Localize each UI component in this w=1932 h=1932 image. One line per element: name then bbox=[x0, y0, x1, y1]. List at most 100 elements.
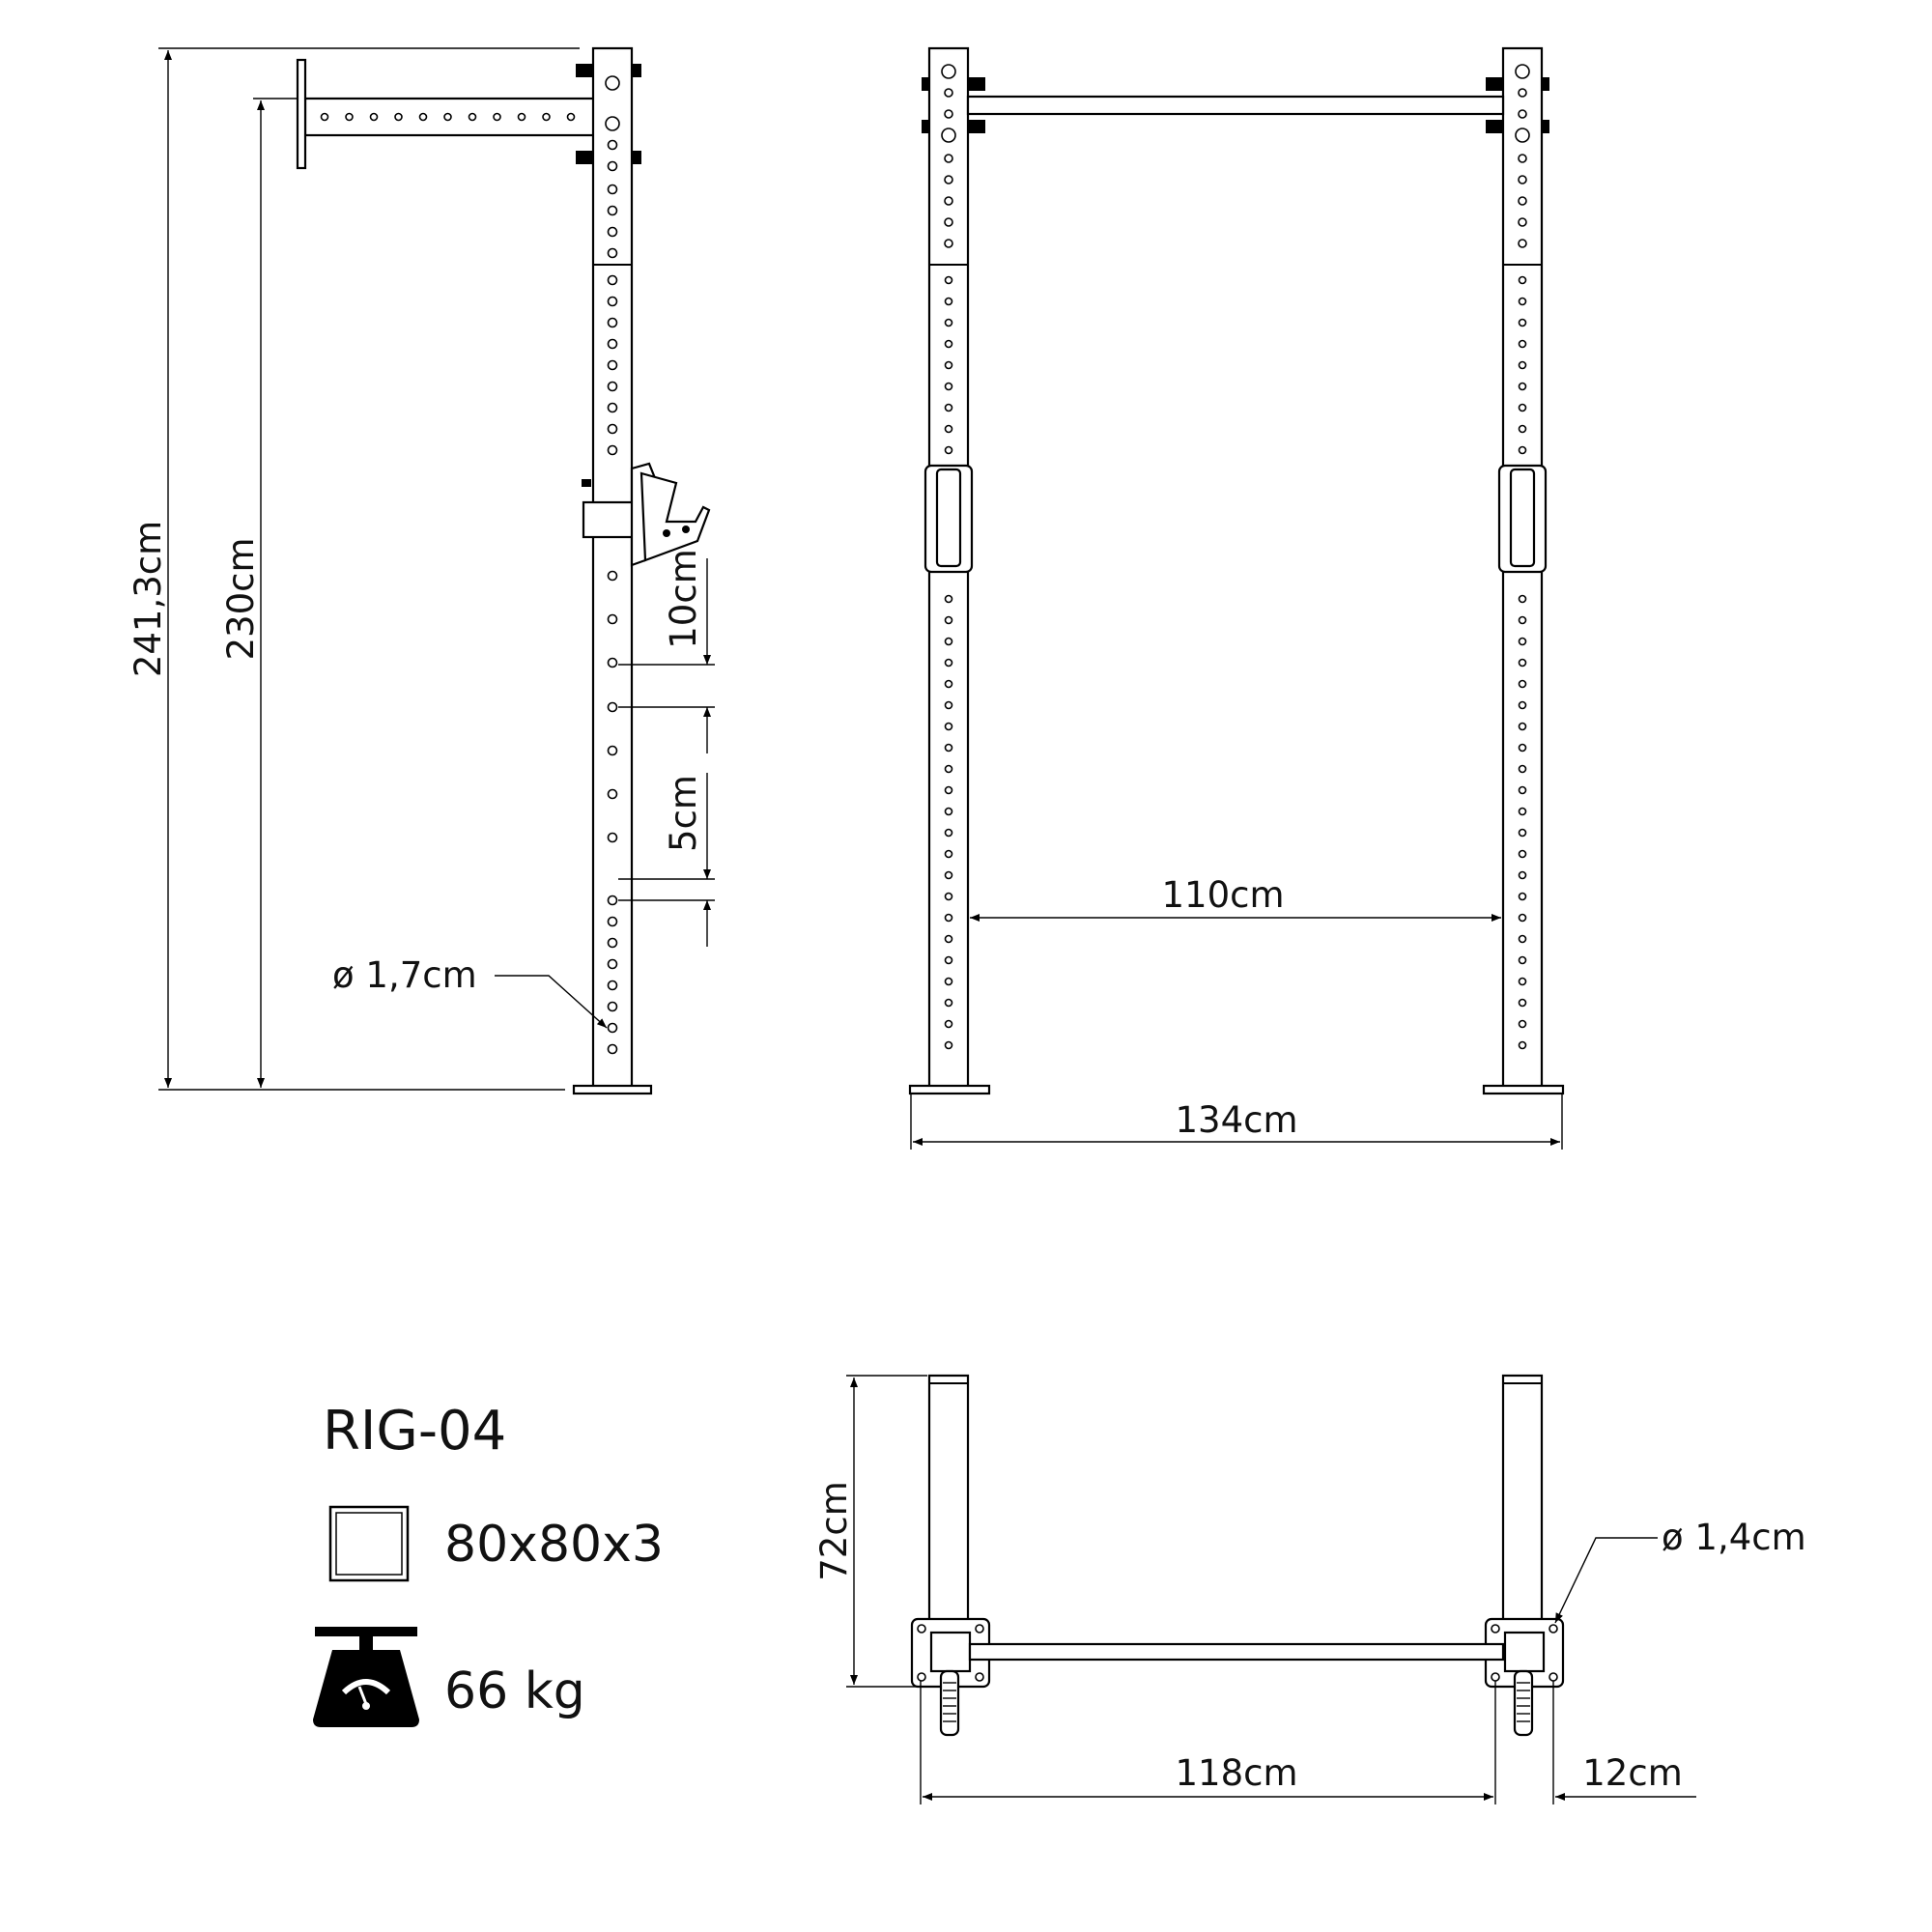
front-upright-hole bbox=[944, 594, 953, 604]
front-upright-hole bbox=[944, 934, 953, 944]
spacing-10cm-label: 10cm bbox=[663, 549, 704, 648]
upright-hole bbox=[607, 980, 618, 991]
front-upright-hole bbox=[1518, 828, 1527, 838]
upright-hole bbox=[607, 895, 618, 906]
front-upright-hole bbox=[944, 445, 953, 455]
front-upright-hole bbox=[1518, 318, 1527, 327]
arm-hole bbox=[369, 112, 379, 122]
upright-hole bbox=[607, 423, 618, 435]
front-upright-hole bbox=[944, 785, 953, 795]
arm-hole bbox=[566, 112, 576, 122]
front-upright-hole bbox=[1515, 128, 1530, 143]
spacing-5cm-label: 5cm bbox=[663, 775, 704, 852]
upright-hole bbox=[607, 381, 618, 392]
upright-hole bbox=[607, 317, 618, 328]
front-upright-hole bbox=[1518, 785, 1527, 795]
front-upright-hole bbox=[1518, 764, 1527, 774]
front-upright-hole bbox=[1518, 88, 1527, 98]
j-hook bbox=[582, 462, 711, 567]
front-upright-hole bbox=[944, 403, 953, 412]
inner-width-label: 110cm bbox=[1161, 874, 1284, 916]
front-upright-hole bbox=[944, 870, 953, 880]
front-upright-hole bbox=[1518, 913, 1527, 923]
profile-square-icon bbox=[328, 1505, 410, 1582]
front-upright-hole bbox=[1518, 870, 1527, 880]
upright-hole bbox=[607, 937, 618, 949]
upright-hole bbox=[607, 745, 618, 756]
model-name: RIG-04 bbox=[323, 1400, 506, 1463]
anchor-hole-leader bbox=[1554, 1537, 1658, 1624]
front-upright-hole bbox=[944, 382, 953, 391]
side-base-plate bbox=[572, 1084, 653, 1095]
upright-hole bbox=[607, 788, 618, 800]
upright-hole bbox=[607, 296, 618, 307]
front-upright-hole bbox=[1518, 239, 1527, 248]
upright-hole bbox=[607, 359, 618, 371]
front-upright-hole bbox=[1518, 154, 1527, 163]
front-upright-hole bbox=[944, 1040, 953, 1050]
front-upright-hole bbox=[1518, 722, 1527, 731]
front-upright-hole bbox=[944, 239, 953, 248]
front-upright-hole bbox=[944, 658, 953, 668]
front-upright-hole bbox=[1518, 934, 1527, 944]
hole-diameter-label: ø 1,7cm bbox=[332, 954, 477, 996]
front-upright-hole bbox=[1518, 382, 1527, 391]
anchor-hole-label: ø 1,4cm bbox=[1662, 1517, 1806, 1558]
front-upright-hole bbox=[944, 637, 953, 646]
front-upright-hole bbox=[1518, 175, 1527, 185]
front-upright-hole bbox=[944, 892, 953, 901]
front-right-base-plate bbox=[1482, 1084, 1565, 1095]
arm-hole bbox=[517, 112, 526, 122]
upright-hole bbox=[607, 1022, 618, 1034]
front-upright-hole bbox=[1518, 892, 1527, 901]
front-upright-hole bbox=[1518, 637, 1527, 646]
front-upright-hole bbox=[944, 339, 953, 349]
front-upright-hole bbox=[944, 109, 953, 119]
front-upright-hole bbox=[944, 955, 953, 965]
arm-hole bbox=[320, 112, 329, 122]
front-left-base-plate bbox=[908, 1084, 991, 1095]
arm-hole bbox=[468, 112, 477, 122]
front-upright-hole bbox=[1518, 109, 1527, 119]
upright-hole bbox=[607, 226, 618, 238]
front-upright-hole bbox=[944, 722, 953, 731]
top-left-post bbox=[927, 1374, 970, 1625]
front-upright-hole bbox=[944, 196, 953, 206]
front-upright-hole bbox=[944, 828, 953, 838]
front-upright-hole bbox=[1518, 1040, 1527, 1050]
front-upright-hole bbox=[1518, 743, 1527, 753]
hole-diameter-leader bbox=[495, 975, 608, 1029]
front-upright-hole bbox=[1518, 849, 1527, 859]
upright-hole bbox=[607, 338, 618, 350]
front-upright-hole bbox=[1518, 339, 1527, 349]
front-upright-hole bbox=[944, 175, 953, 185]
front-upright-hole bbox=[944, 977, 953, 986]
upright-hole bbox=[607, 184, 618, 195]
upright-hole bbox=[605, 116, 620, 131]
front-upright-hole bbox=[944, 743, 953, 753]
front-upright-hole bbox=[1518, 196, 1527, 206]
front-upright-hole bbox=[944, 360, 953, 370]
front-upright-hole bbox=[1518, 445, 1527, 455]
upright-hole bbox=[607, 958, 618, 970]
arm-hole bbox=[418, 112, 428, 122]
front-upright-hole bbox=[944, 297, 953, 306]
front-upright-hole bbox=[944, 154, 953, 163]
front-upright-hole bbox=[944, 1019, 953, 1029]
profile-size-label: 80x80x3 bbox=[444, 1516, 664, 1574]
front-upright-hole bbox=[944, 88, 953, 98]
upright-hole bbox=[607, 657, 618, 668]
pullup-height-label: 230cm bbox=[220, 537, 262, 660]
front-upright-hole bbox=[944, 615, 953, 625]
front-upright-hole bbox=[944, 318, 953, 327]
front-upright-hole bbox=[1515, 64, 1530, 79]
upright-hole bbox=[607, 160, 618, 172]
upright-hole bbox=[607, 1043, 618, 1055]
front-upright-hole bbox=[1518, 1019, 1527, 1029]
front-upright-hole bbox=[1518, 679, 1527, 689]
front-upright-hole bbox=[1518, 275, 1527, 285]
top-left-hook bbox=[939, 1669, 960, 1737]
pullup-bar bbox=[966, 95, 1505, 116]
front-upright-hole bbox=[1518, 403, 1527, 412]
front-upright-hole bbox=[1518, 700, 1527, 710]
